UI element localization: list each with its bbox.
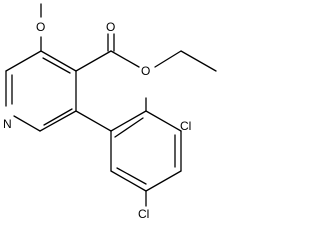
bond-ar4-ar5 [145, 170, 182, 192]
molecule-diagram: N O O O Cl Cl [3, 3, 217, 221]
atom-label-o-ester: O [141, 64, 150, 78]
bond-c-oester [110, 50, 140, 68]
atom-label-n: N [3, 117, 12, 131]
bond-c2-c3-inner [43, 108, 73, 126]
bond-ar2-ar3 [145, 110, 182, 132]
atom-label-o-methoxy: O [36, 20, 45, 34]
bond-c2-c3 [39, 110, 77, 132]
ester-group [75, 33, 217, 72]
bond-oester-ch2 [154, 50, 182, 68]
bond-c3-ar1 [75, 110, 112, 132]
bond-n-c2 [13, 115, 41, 132]
bond-ar5-ar6 [110, 170, 147, 192]
bond-ar5-ar6-inner [116, 167, 147, 185]
bond-c4-c5 [40, 50, 77, 72]
bond-ch2-ch3 [180, 50, 217, 72]
bond-ar1-ar2 [110, 110, 147, 132]
bond-ar1-ar2-inner [114, 117, 144, 138]
atom-label-o-carbonyl: O [106, 20, 115, 34]
bond-c4-c5-inner [42, 57, 71, 74]
bond-c5-c6 [5, 50, 42, 72]
atom-label-cl-bottom: Cl [138, 207, 149, 221]
pyridine-ring [5, 50, 77, 132]
dichlorophenyl-ring [75, 97, 182, 207]
bond-c4-ccarbonyl [75, 50, 112, 72]
atom-label-cl-top: Cl [180, 119, 191, 133]
